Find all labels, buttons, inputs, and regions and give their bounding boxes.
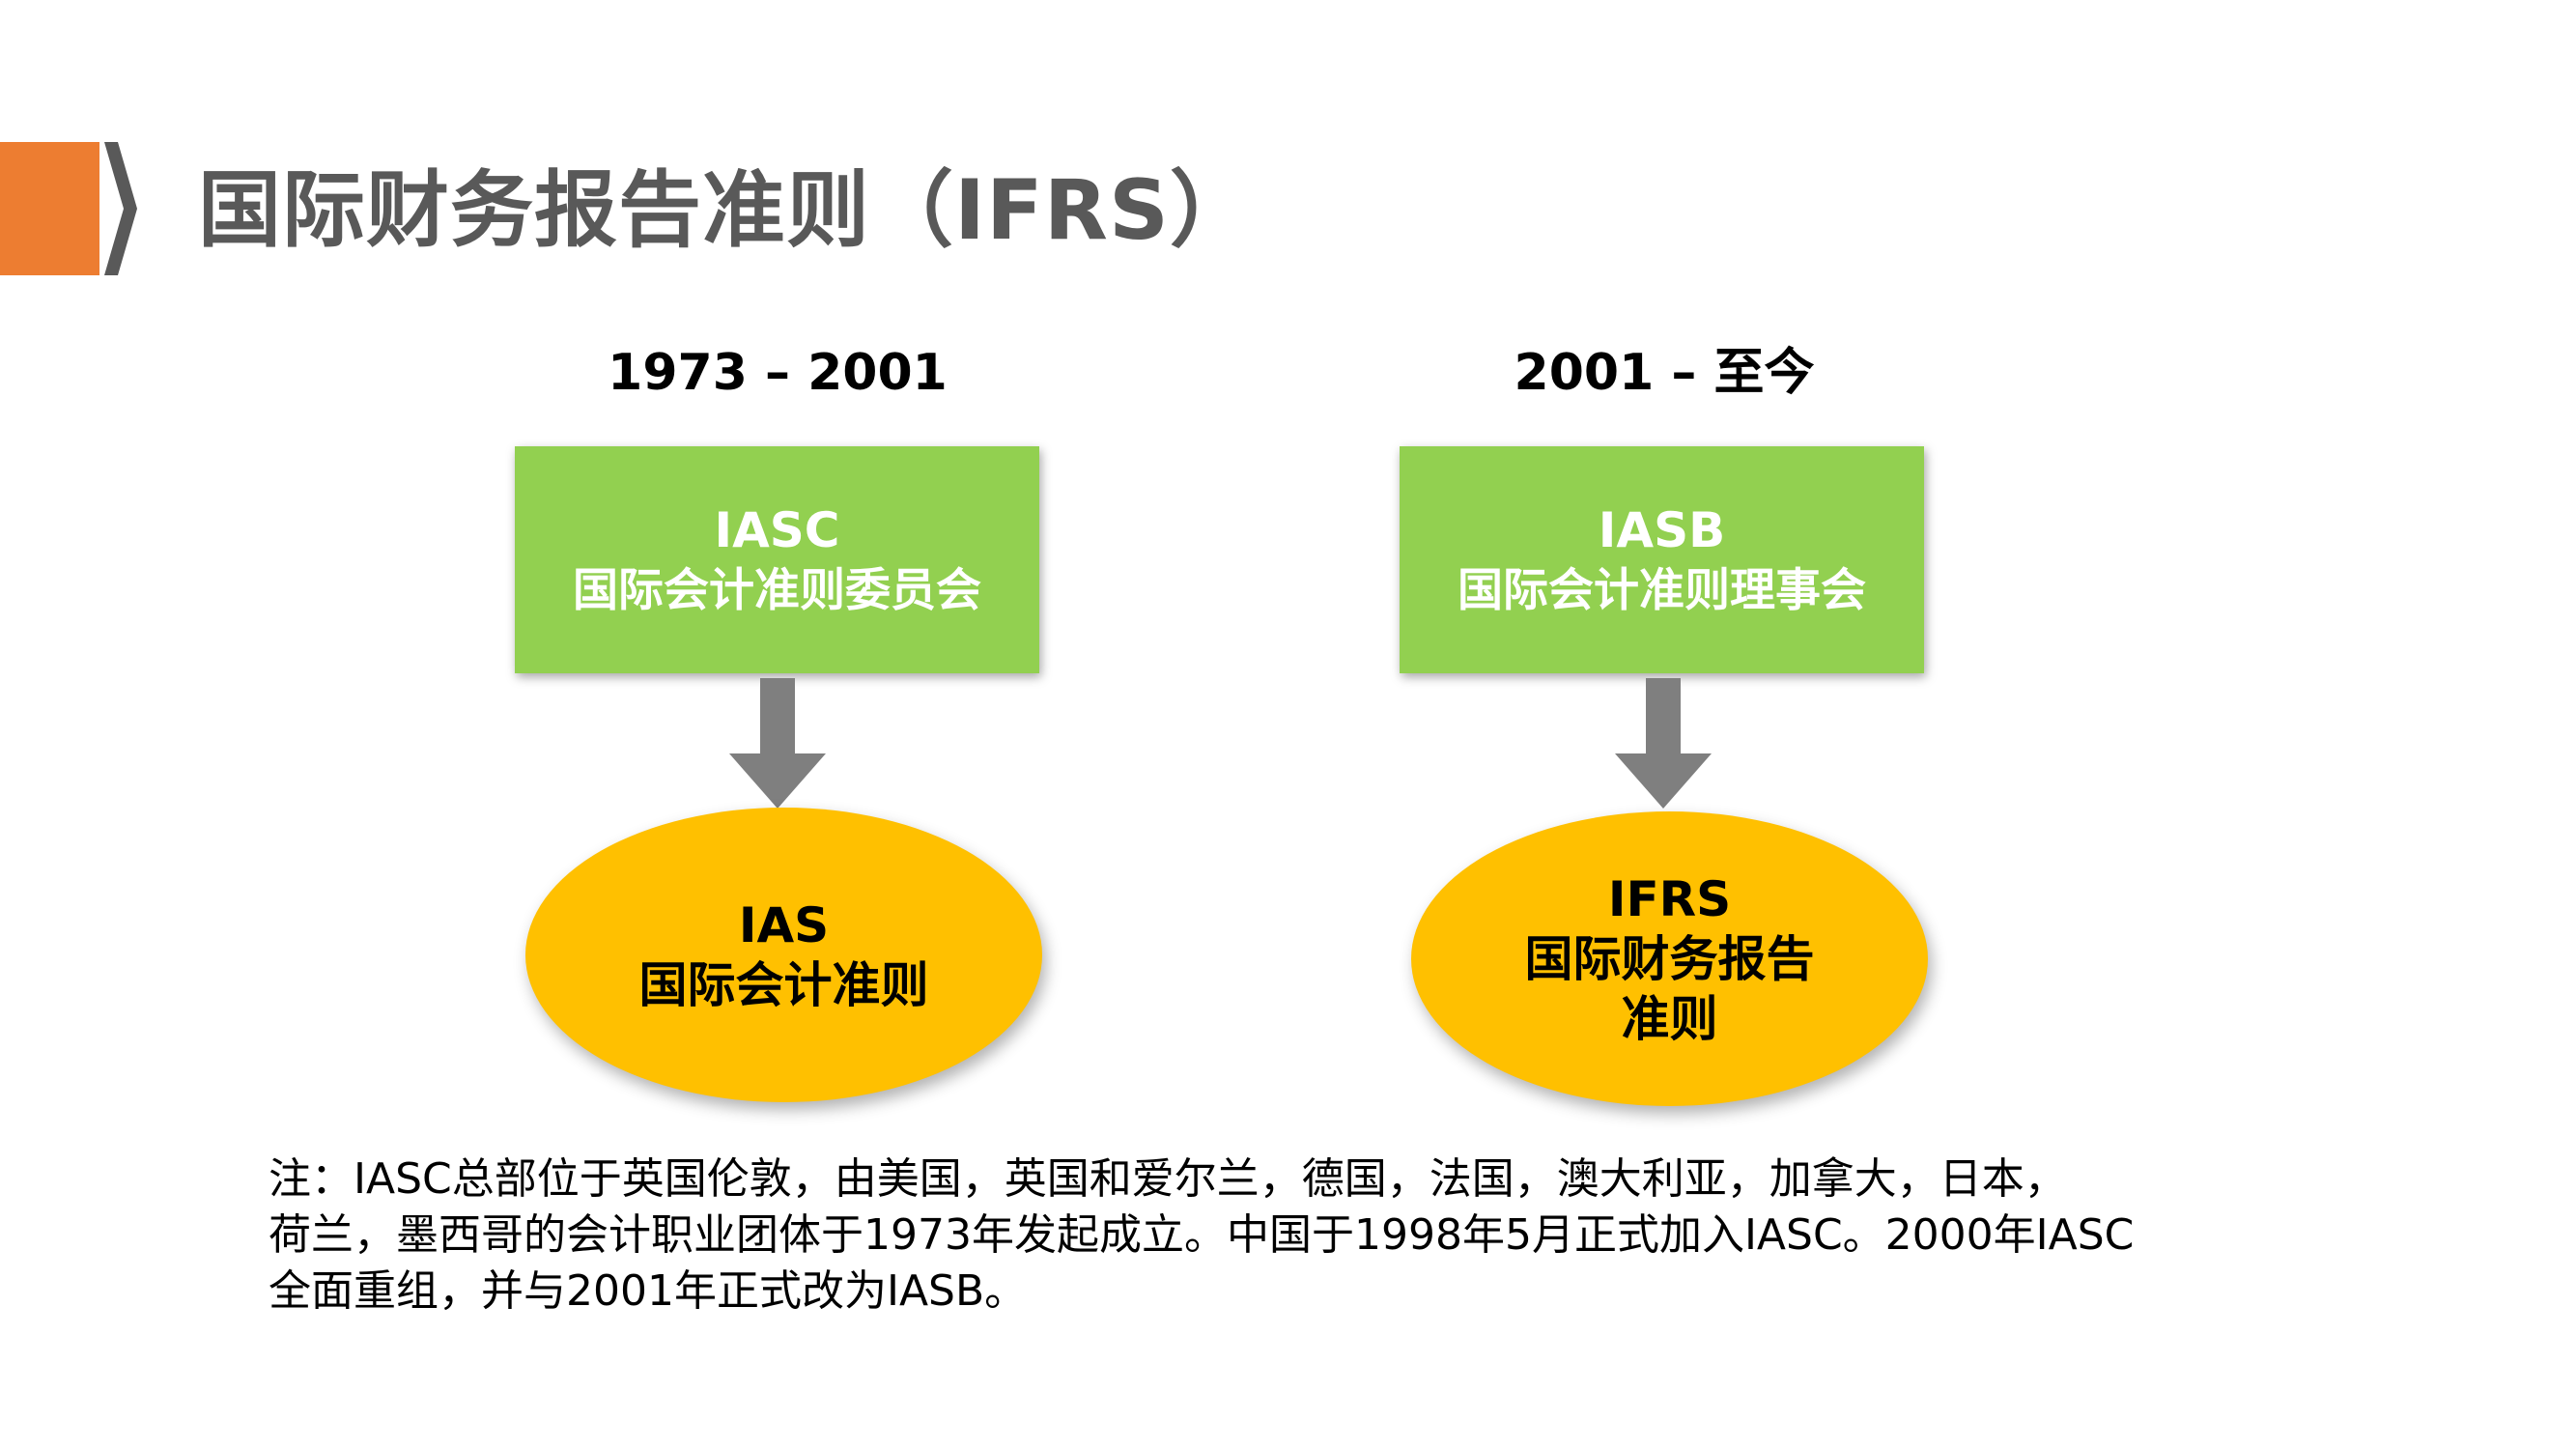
down-arrow-icon [1615,678,1712,809]
organization-name: 国际会计准则理事会 [1458,563,1866,617]
chevron-icon [104,142,137,275]
header-accent-block [0,142,99,275]
down-arrow-icon [729,678,826,809]
ifrs-standard-ellipse: IFRS 国际财务报告 准则 [1411,811,1928,1106]
standard-abbreviation: IFRS [1607,870,1732,927]
footnote-line: 注：IASC总部位于英国伦敦，由美国，英国和爱尔兰，德国，法国，澳大利亚，加拿大… [269,1154,2067,1204]
period-heading-iasc: 1973 – 2001 [608,344,948,402]
period-heading-iasb: 2001 – 至今 [1514,344,1815,402]
standard-name-line-1: 国际财务报告 [1524,930,1815,987]
iasb-organization-box: IASB 国际会计准则理事会 [1400,446,1924,673]
footnote: 注：IASC总部位于英国伦敦，由美国，英国和爱尔兰，德国，法国，澳大利亚，加拿大… [269,1151,2200,1320]
organization-abbreviation: IASC [714,501,840,558]
footnote-line: 荷兰，墨西哥的会计职业团体于1973年发起成立。中国于1998年5月正式加入IA… [269,1210,2135,1260]
page-title: 国际财务报告准则（IFRS） [198,162,1254,259]
organization-name: 国际会计准则委员会 [573,563,981,617]
organization-abbreviation: IASB [1598,501,1726,558]
footnote-line: 全面重组，并与2001年正式改为IASB。 [269,1266,1028,1316]
iasc-organization-box: IASC 国际会计准则委员会 [515,446,1039,673]
ias-standard-ellipse: IAS 国际会计准则 [525,808,1042,1102]
standard-abbreviation: IAS [738,896,830,953]
standard-name-line-2: 准则 [1621,990,1718,1047]
standard-name: 国际会计准则 [638,956,929,1013]
